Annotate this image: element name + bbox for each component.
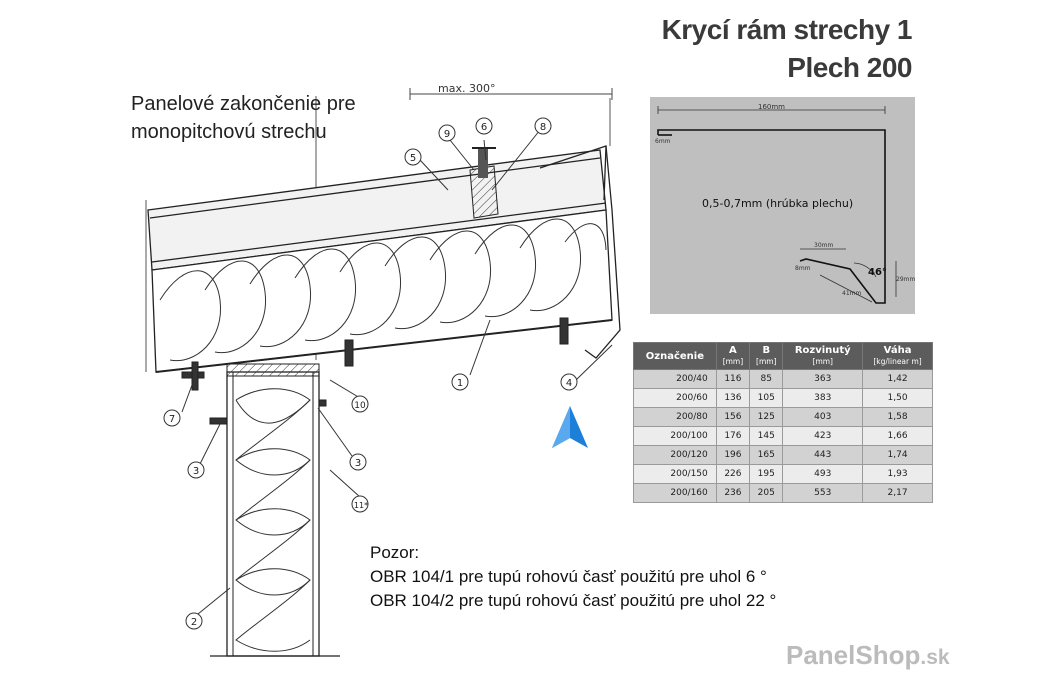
table-header-row: Označenie A[mm] B[mm] Rozvinutý[mm] Váha… [633,342,933,370]
callout-1: 1 [457,378,463,389]
warning-note: Pozor: OBR 104/1 pre tupú rohovú časť po… [370,541,776,613]
leader-lines [181,129,613,615]
max-dimension [409,88,613,100]
dim-6mm: 6mm [655,138,671,145]
brand-logo: PanelShop.sk [786,640,950,670]
thickness-label: 0,5-0,7mm (hrúbka plechu) [702,197,853,210]
callout-5: 5 [410,153,416,164]
callout-9: 9 [444,129,450,140]
col-header: Označenie [633,342,717,370]
wall-panel [210,363,340,657]
col-header: A[mm] [715,342,751,370]
dim-29: 29mm [896,276,915,283]
drawing-caption: Panelové zakončenie pre monopitchovú str… [131,90,356,146]
callout-11: 11* [354,501,368,510]
note-line-1: OBR 104/1 pre tupú rohovú časť použitú p… [370,567,767,586]
col-header: Váha[kg/linear m] [862,342,933,370]
note-line-2: OBR 104/2 pre tupú rohovú časť použitú p… [370,591,777,610]
caption-line-1: Panelové zakončenie pre [131,93,356,115]
note-heading: Pozor: [370,543,420,562]
callout-2: 2 [191,617,197,628]
callouts [163,117,578,630]
pointer-arrow-icon [552,406,588,448]
edge-flashing [539,145,621,359]
angle-label: 46° [868,267,887,278]
profile-detail-box: 160mm 6mm 8mm 0,5-0,7mm (hrúbka plechu) … [650,97,915,314]
callout-3-left: 3 [193,466,199,477]
profile-drawing: 160mm 6mm 8mm 0,5-0,7mm (hrúbka plechu) … [655,103,915,304]
roof-insulation-panel [151,209,613,373]
dim-160: 160mm [758,103,785,111]
page-subtitle: Plech 200 [787,52,912,83]
callout-3-right: 3 [355,458,361,469]
filler-strip [469,147,499,219]
callout-10: 10 [354,401,366,411]
dim-30: 30mm [814,242,833,249]
callout-6: 6 [481,122,487,133]
dim-41: 41mm [842,290,861,297]
dim-8mm: 8mm [795,265,811,272]
col-header: B[mm] [749,342,784,370]
spec-table: Označenie A[mm] B[mm] Rozvinutý[mm] Váha… [633,342,933,503]
callout-4: 4 [566,378,572,389]
caption-line-2: monopitchovú strechu [131,121,327,143]
page-title: Krycí rám strechy 1 [661,14,913,45]
max-label: max. 300° [438,82,495,95]
callout-7: 7 [169,414,175,425]
col-header: Rozvinutý[mm] [782,342,864,370]
callout-8: 8 [540,122,546,133]
